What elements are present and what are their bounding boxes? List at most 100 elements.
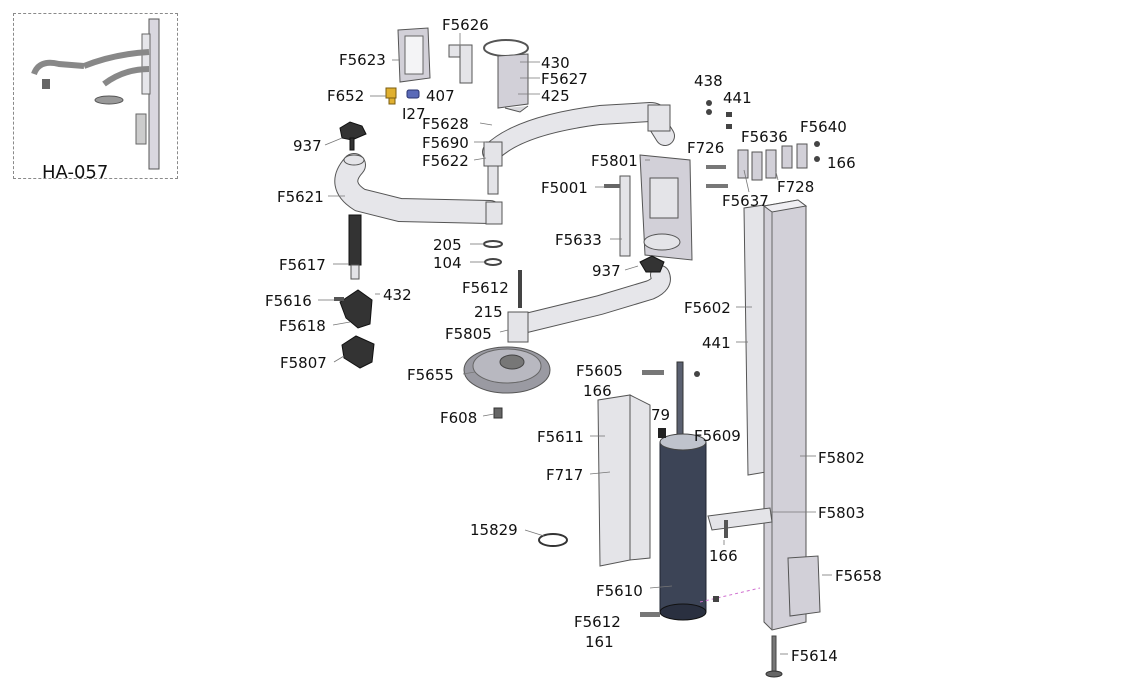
label-F5658: F5658 xyxy=(835,567,882,585)
166-nut xyxy=(694,371,700,377)
main-column-part xyxy=(762,199,808,631)
middle-swing-arm-part xyxy=(507,265,671,343)
slide-plate-part xyxy=(743,204,767,476)
guide-rod-part xyxy=(619,175,631,257)
label-441-top: 441 xyxy=(723,89,752,107)
label-F5623: F5623 xyxy=(339,51,386,69)
label-F608: F608 xyxy=(440,409,477,427)
f5803-bolt xyxy=(724,520,728,538)
label-937-top: 937 xyxy=(293,137,322,155)
gas-cylinder-part xyxy=(659,361,761,621)
mount-plate-foot xyxy=(504,105,529,113)
label-F5610: F5610 xyxy=(596,582,643,600)
bracket-plate-part xyxy=(397,27,431,83)
washer-ring-104 xyxy=(484,258,502,266)
support-bracket-part xyxy=(707,507,773,531)
f5605-pin xyxy=(642,370,664,375)
mount-plate-part xyxy=(497,53,529,109)
base-disc-part xyxy=(463,346,551,394)
label-F5611: F5611 xyxy=(537,428,584,446)
label-F5690: F5690 xyxy=(422,134,469,152)
post-pin xyxy=(350,264,360,280)
label-166-mid: 166 xyxy=(583,382,612,400)
f5612-bolt xyxy=(640,612,660,617)
screw-part xyxy=(334,297,344,301)
label-F5612-bottom: F5612 xyxy=(574,613,621,631)
label-166-top: 166 xyxy=(827,154,856,172)
label-F5621: F5621 xyxy=(277,188,324,206)
label-F717: F717 xyxy=(546,466,583,484)
label-F5618: F5618 xyxy=(279,317,326,335)
label-205: 205 xyxy=(433,236,462,254)
label-F5001: F5001 xyxy=(541,179,588,197)
79-fitting xyxy=(658,428,666,438)
label-F5636: F5636 xyxy=(741,128,788,146)
block-part-body xyxy=(459,44,473,84)
label-F5633: F5633 xyxy=(555,231,602,249)
label-937-mid: 937 xyxy=(592,262,621,280)
label-15829: 15829 xyxy=(470,521,518,539)
part-labels: F5626 F5623 430 F5627 F652 407 425 I27 4… xyxy=(265,16,882,665)
overview-thumbnail: HA-057 xyxy=(13,13,178,183)
label-441-mid: 441 xyxy=(702,334,731,352)
brass-fitting-part xyxy=(385,87,397,105)
leader-lines xyxy=(318,33,832,655)
clamp-ring-part xyxy=(483,39,529,57)
label-F5626: F5626 xyxy=(442,16,489,34)
label-F5655: F5655 xyxy=(407,366,454,384)
f608-screw xyxy=(493,407,503,419)
f5001-screw xyxy=(604,184,620,188)
label-166-bottom: 166 xyxy=(709,547,738,565)
small-hardware-parts xyxy=(706,100,820,188)
label-F5609: F5609 xyxy=(694,427,741,445)
label-407: 407 xyxy=(426,87,455,105)
label-F5640: F5640 xyxy=(800,118,847,136)
wall-plate-part xyxy=(787,555,821,617)
label-F5616: F5616 xyxy=(265,292,312,310)
star-knob-part xyxy=(339,121,367,151)
label-215: 215 xyxy=(474,303,503,321)
label-F5803: F5803 xyxy=(818,504,865,522)
label-F5802: F5802 xyxy=(818,449,865,467)
label-430: 430 xyxy=(541,54,570,72)
label-F5622: F5622 xyxy=(422,152,469,170)
label-F5628: F5628 xyxy=(422,115,469,133)
label-F5637: F5637 xyxy=(722,192,769,210)
label-432: 432 xyxy=(383,286,412,304)
thumbnail-caption: HA-057 xyxy=(42,162,109,183)
post-part xyxy=(348,214,362,266)
star-knob-part-2 xyxy=(639,255,665,273)
label-F5602: F5602 xyxy=(684,299,731,317)
label-F5617: F5617 xyxy=(279,256,326,274)
label-F726: F726 xyxy=(687,139,724,157)
carriage-block-part xyxy=(639,154,693,261)
side-cover-flange xyxy=(629,394,651,561)
label-I27: I27 xyxy=(402,105,426,123)
label-438: 438 xyxy=(694,72,723,90)
label-F5801: F5801 xyxy=(591,152,638,170)
161-nut xyxy=(713,596,719,602)
label-F5805: F5805 xyxy=(445,325,492,343)
label-79: 79 xyxy=(651,406,670,424)
label-425: 425 xyxy=(541,87,570,105)
label-F652: F652 xyxy=(327,87,364,105)
washer-ring-205 xyxy=(483,240,503,248)
bracket-clamp-part xyxy=(341,335,375,369)
upper-swing-arm-part xyxy=(482,101,675,195)
side-cover-part xyxy=(597,394,631,567)
leveling-foot-part xyxy=(765,635,783,678)
clamp-body-part xyxy=(339,289,373,329)
hose-clip-part xyxy=(538,533,568,547)
lower-swing-arm-part xyxy=(334,153,503,225)
label-F728: F728 xyxy=(777,178,814,196)
label-F5627: F5627 xyxy=(541,70,588,88)
label-F5612-top: F5612 xyxy=(462,279,509,297)
label-161: 161 xyxy=(585,633,614,651)
label-F5807: F5807 xyxy=(280,354,327,372)
label-F5605: F5605 xyxy=(576,362,623,380)
label-F5614: F5614 xyxy=(791,647,838,665)
connector-part xyxy=(406,89,420,99)
label-104: 104 xyxy=(433,254,462,272)
assembly-thumbnail-drawing xyxy=(31,18,160,170)
